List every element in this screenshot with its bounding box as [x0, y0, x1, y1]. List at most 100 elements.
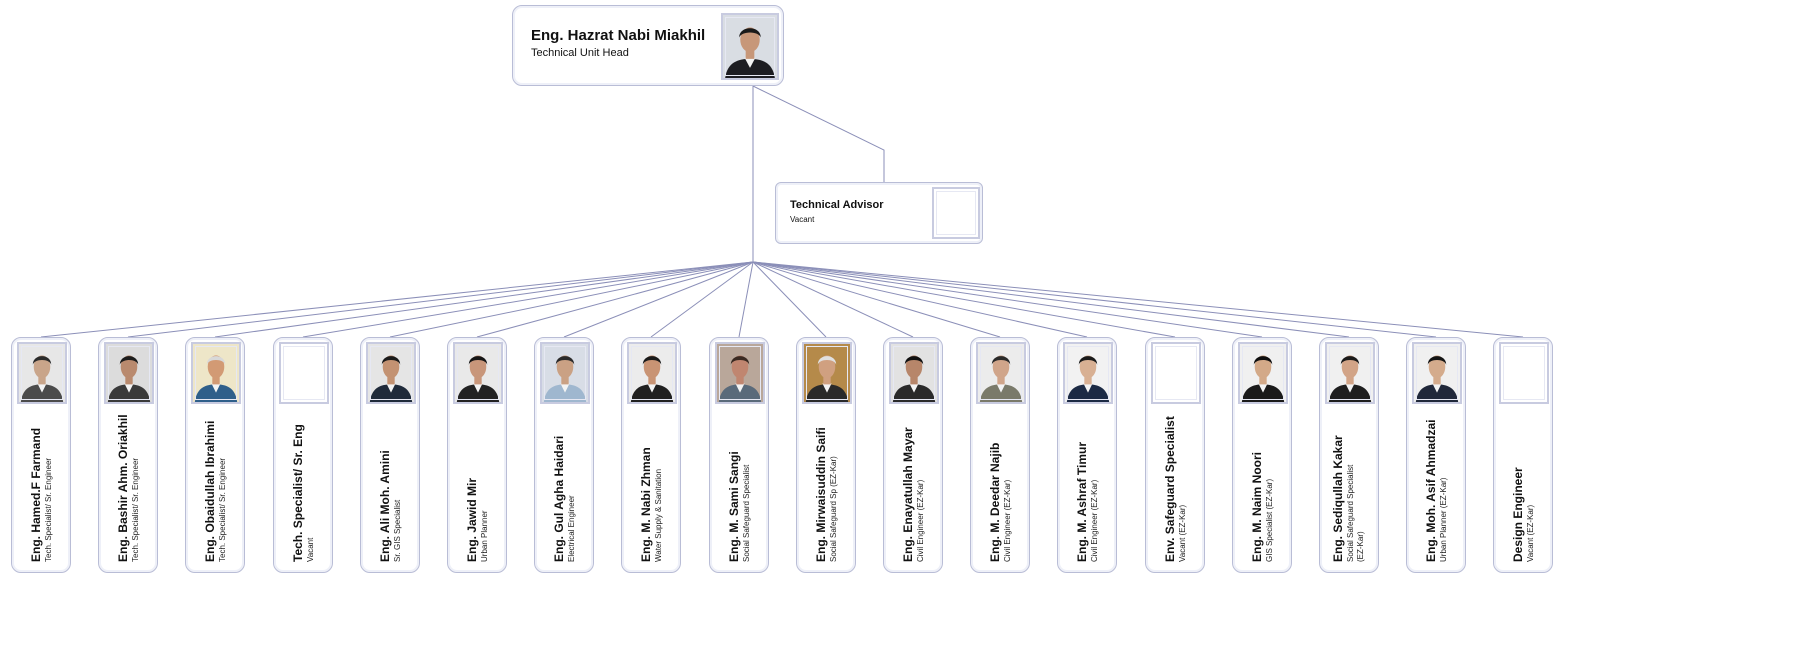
staff-title: Sr. GIS Specialist: [393, 499, 402, 562]
connector-hub-to-staff: [127, 261, 754, 338]
staff-title: GIS Specialist (EZ-Kar): [1265, 478, 1274, 562]
connector-hub-to-staff: [476, 261, 754, 338]
staff-name: Eng. Ali Moh. Amini: [378, 450, 392, 562]
staff-title: Urban Planner: [480, 510, 489, 562]
connector-hub-to-staff: [752, 261, 1437, 338]
staff-title: Civil Engineer (EZ-Kar): [1090, 479, 1099, 562]
staff-name: Env. Safeguard Specialist: [1163, 416, 1177, 562]
staff-name: Design Engineer: [1511, 467, 1525, 562]
staff-name: Eng. Gul Agha Haidari: [552, 435, 566, 562]
staff-title: Social Safeguard Specialist: [1346, 464, 1355, 562]
connector-hub-to-staff: [752, 261, 914, 338]
staff-title: Vacant: [306, 537, 315, 562]
connector-hub-to-staff: [752, 261, 1524, 338]
connector-hub-to-staff: [752, 261, 1263, 338]
connector-hub-to-staff: [752, 261, 1176, 338]
staff-title: (EZ-Kar): [1356, 531, 1365, 562]
staff-title: Electrical Engineer: [567, 495, 576, 562]
staff-photo: [1063, 342, 1113, 404]
staff-photo: [1325, 342, 1375, 404]
staff-photo: [17, 342, 67, 404]
staff-photo: [366, 342, 416, 404]
head-title: Technical Unit Head: [531, 47, 629, 59]
staff-title: Tech. Specialist/ Sr. Engineer: [131, 457, 140, 562]
staff-name: Eng. Jawid Mir: [465, 477, 479, 562]
connector-hub-to-staff: [650, 261, 754, 338]
head-node: Eng. Hazrat Nabi Miakhil Technical Unit …: [512, 5, 784, 86]
staff-photo-placeholder: [1151, 342, 1201, 404]
staff-title: Vacant (EZ-Kar): [1178, 504, 1187, 562]
staff-photo: [889, 342, 939, 404]
staff-photo: [540, 342, 590, 404]
staff-name: Eng. Obaidullah Ibrahimi: [203, 420, 217, 562]
connector-hub-to-staff: [302, 261, 754, 338]
staff-photo: [976, 342, 1026, 404]
head-photo: [721, 13, 779, 80]
staff-title: Tech. Specialist/ Sr. Engineer: [44, 457, 53, 562]
staff-title: Tech. Specialist/ Sr. Engineer: [218, 457, 227, 562]
staff-name: Eng. M. Sami Sangi: [727, 451, 741, 562]
staff-title: Urban Planner (EZ-Kar): [1439, 477, 1448, 562]
staff-photo: [191, 342, 241, 404]
staff-title: Water Supply & Sanitation: [654, 468, 663, 562]
staff-title: Civil Engineer (EZ-Kar): [1003, 479, 1012, 562]
connector-hub-to-staff: [752, 261, 1088, 338]
connector-hub-to-staff: [40, 261, 754, 338]
staff-title: Civil Engineer (EZ-Kar): [916, 479, 925, 562]
staff-photo: [627, 342, 677, 404]
staff-photo-placeholder: [279, 342, 329, 404]
connector-hub-to-staff: [752, 261, 1350, 338]
connector-hub-to-staff: [563, 261, 754, 338]
staff-name: Eng. Mirwaisuddin Saifi: [814, 427, 828, 562]
staff-photo: [715, 342, 765, 404]
advisor-name: Technical Advisor: [790, 199, 884, 211]
staff-name: Eng. M. Deedar Najib: [988, 442, 1002, 562]
staff-name: Eng. M. Naim Noori: [1250, 451, 1264, 562]
connector-hub-to-staff: [752, 261, 827, 338]
staff-name: Eng. Enayatullah Mayar: [901, 427, 915, 562]
staff-name: Eng. M. Ashraf Timur: [1075, 441, 1089, 562]
connector-head-to-advisor: [752, 85, 885, 182]
head-name: Eng. Hazrat Nabi Miakhil: [531, 27, 706, 44]
staff-photo: [1412, 342, 1462, 404]
connector-hub-to-staff: [214, 261, 754, 338]
staff-photo-placeholder: [1499, 342, 1549, 404]
staff-title: Social Safeguard Sp (EZ-Kar): [829, 456, 838, 562]
connector-hub-to-staff: [389, 261, 754, 338]
advisor-photo-placeholder: [932, 187, 980, 239]
staff-name: Eng. Moh. Asif Ahmadzai: [1424, 419, 1438, 562]
connector-hub-to-staff: [738, 261, 754, 338]
staff-name: Tech. Specialist/ Sr. Eng: [291, 424, 305, 562]
